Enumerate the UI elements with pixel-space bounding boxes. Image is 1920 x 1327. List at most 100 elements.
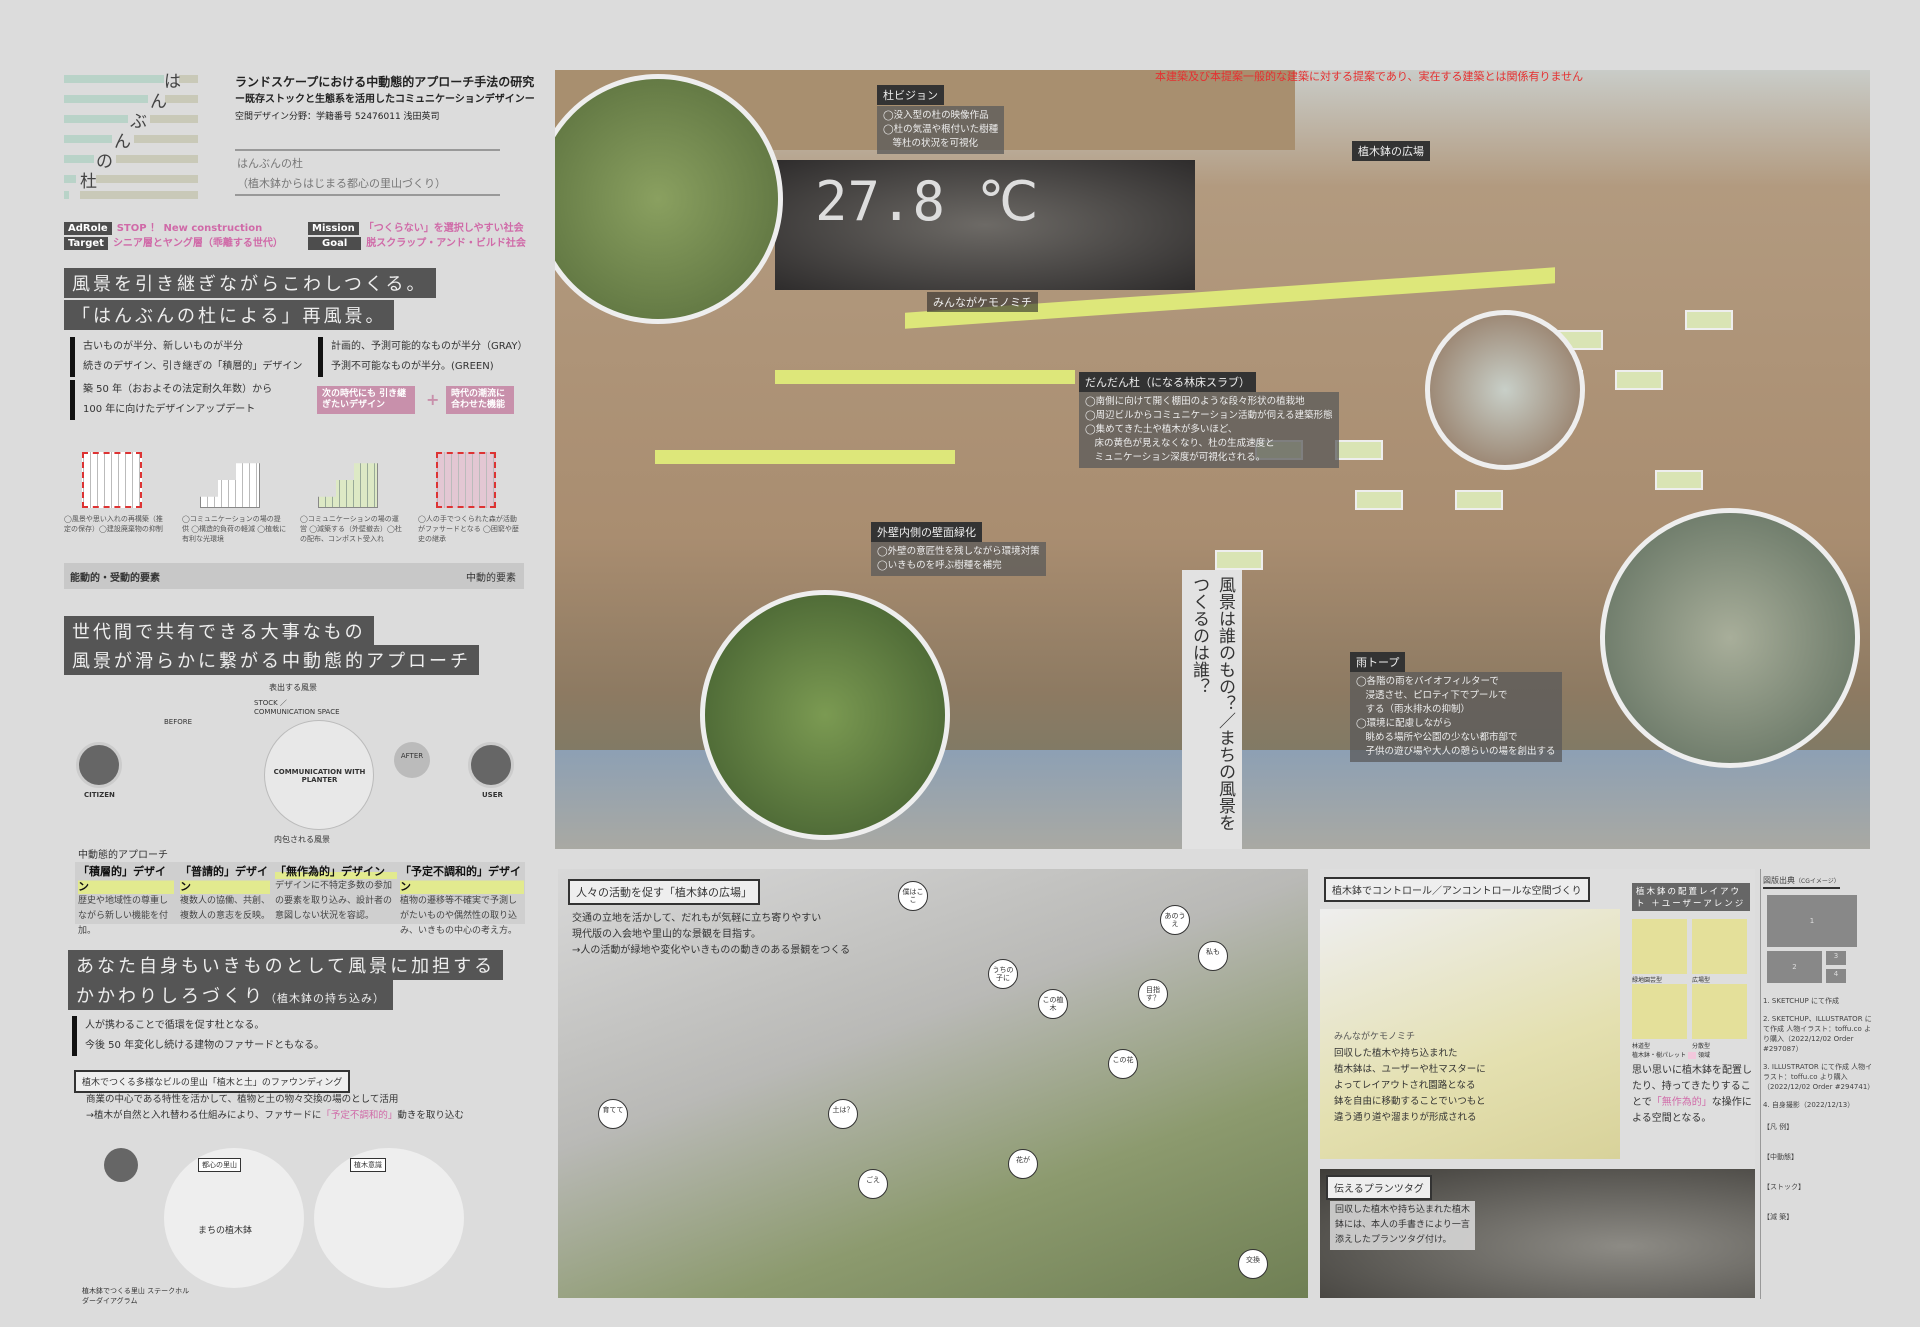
label-vision: 杜ビジョン <box>877 85 944 105</box>
vertical-question: 風景は誰のもの？／まちの風景をつくるのは誰？ <box>1182 570 1242 849</box>
plaza-title: 人々の活動を促す「植木鉢の広場」 <box>568 879 760 905</box>
label-planter-plaza: 植木鉢の広場 <box>1352 141 1430 161</box>
project-name-box: はんぶんの杜 （植木鉢からはじまる都心の里山づくり） <box>235 149 500 196</box>
logo-char: ん <box>150 92 167 112</box>
approach-diagram: 表出する風景 STOCK ／COMMUNICATION SPACE COMMUN… <box>64 680 524 850</box>
diagram-label-top: 表出する風景 <box>269 683 317 692</box>
speech-bubble: 育てて <box>598 1099 628 1129</box>
scene-label: みんながケモノミチ <box>1334 1032 1416 1042</box>
diagram-label-center: COMMUNICATION WITH PLANTER <box>273 768 366 784</box>
planter-layout-scene <box>1320 909 1620 1159</box>
label-animal-path: みんながケモノミチ <box>927 292 1038 312</box>
diagram-label-stock: STOCK ／COMMUNICATION SPACE <box>254 699 340 716</box>
layout-tile <box>1692 919 1747 974</box>
person-icon <box>104 1148 138 1182</box>
diagram-center-label: まちの植木鉢 <box>198 1226 253 1236</box>
evolution-diagram-1: ◯風景や思い入れの再構築（推定の保存）◯建設廃棄物の抑制 <box>64 424 169 544</box>
logo-char: ん <box>114 132 131 152</box>
design-layered: 「積層的」デザイン歴史や地域性の尊重しながら新しい機能を付加。 <box>78 864 174 939</box>
note-rain-tope: ◯各階の雨をバイオフィルターで 浸透させ、ピロティ下でプールで する（雨水排水の… <box>1350 672 1562 762</box>
section3-heading: あなた自身もいきものとして風景に加担する <box>68 950 504 980</box>
diagram-node: 都心の里山 <box>198 1158 241 1172</box>
label-terrace-slab: だんだん杜（になる林床スラブ） <box>1079 372 1256 392</box>
approach-label: 中動態的アプローチ <box>78 850 168 861</box>
citizen-label: CITIZEN <box>84 791 115 799</box>
plant-tag-title: 伝えるプランツタグ <box>1326 1175 1432 1200</box>
layout-title: 植木鉢の配置レイアウト ＋ユーザーアレンジ <box>1632 883 1750 911</box>
bullet-group-b: 計画的、予測可能的なものが半分（GRAY）予測不可能なものが半分。(GREEN) <box>318 337 527 377</box>
logo-char: の <box>96 152 113 172</box>
speech-bubble: この花 <box>1108 1049 1138 1079</box>
citizen-avatar <box>76 742 122 788</box>
user-avatar <box>468 742 514 788</box>
note-vision: ◯没入型の杜の映像作品◯杜の気温や根付いた樹種 等杜の状況を可視化 <box>877 106 1005 154</box>
design-collaborative: 「普請的」デザイン複数人の協働、共創、複数人の意志を反映。 <box>180 864 271 921</box>
author: 空間デザイン分野：学籍番号 52476011 浅田英司 <box>235 112 440 122</box>
design-badge: 次の時代にも 引き継ぎたいデザイン <box>317 386 415 414</box>
speech-bubble: うちの子に <box>988 959 1018 989</box>
evolution-diagram-3: ◯コミュニケーションの場の運営 ◯減築する（外壁撤去）◯杜の配布、コンポスト受入… <box>300 424 405 544</box>
diagram-caption: 植木鉢でつくる里山 ステークホルダーダイアグラム <box>82 1287 190 1305</box>
layout-type-label: 広場型 <box>1692 977 1711 984</box>
layout-legend: 植木鉢・樹パレット 領域 <box>1632 1052 1710 1059</box>
divider <box>1760 869 1761 1299</box>
plaza-rendering: 人々の活動を促す「植木鉢の広場」 交通の立地を活かして、だれもが気軽に立ち寄りや… <box>558 869 1308 1298</box>
speech-bubble: 目指す？ <box>1138 979 1168 1009</box>
evolution-diagram-2: ◯コミュニケーションの場の提供 ◯構造的負荷の軽減 ◯植栽に有利な光環境 <box>182 424 287 544</box>
speech-bubble: 花が <box>1008 1149 1038 1179</box>
poster-subtitle: ー既存ストックと生態系を活用したコミュニケーションデザインー <box>235 94 535 105</box>
control-panel: 植木鉢でコントロール／アンコントロールな空間づくり みんながケモノミチ 回収した… <box>1320 869 1755 1298</box>
layout-type-label: 緑地園芸型 <box>1632 977 1663 984</box>
hero-rendering: 27.8 ℃ 本建築及び本提案一般的な建築に対する提案であり、実在する建築とは関… <box>555 70 1870 849</box>
section1-heading: 風景を引き継ぎながらこわしつくる。 <box>64 268 436 298</box>
layout-tile <box>1692 984 1747 1039</box>
design-random: 「無作為的」デザインデザインに不特定多数の参加の要素を取り込み、設計者の意図しな… <box>275 864 397 924</box>
speech-bubble: この植木 <box>1038 989 1068 1019</box>
label-rain-tope: 雨トープ <box>1350 652 1406 672</box>
section2-heading2: 風景が滑らかに繋がる中動態的アプローチ <box>64 645 479 675</box>
founding-box-title: 植木でつくる多様なビルの里山「植木と土」のファウンディング <box>74 1070 351 1093</box>
logo-char: は <box>164 72 181 92</box>
plus-sign: + <box>426 390 440 409</box>
speech-bubble: 交換 <box>1238 1249 1268 1279</box>
evolution-diagram-4: ◯人の手でつくられた森が活動がファサードとなる ◯困窮や歴史の継承 <box>418 424 523 544</box>
section3-bullets: 人が携わることで循環を促す杜となる。今後 50 年変化し続ける建物のファサードと… <box>72 1016 324 1056</box>
diagram-node: 植木意識 <box>350 1158 386 1172</box>
tag-mission: Mission「つくらない」を選択しやすい社会 <box>308 219 524 235</box>
right-circle <box>314 1148 464 1288</box>
layout-tile <box>1632 919 1687 974</box>
layout-tile <box>1632 984 1687 1039</box>
project-sub: （植木鉢からはじまる都心の里山づくり） <box>237 177 446 190</box>
layout-type-label: 林道型 <box>1632 1043 1651 1050</box>
speech-bubble: あのうえ <box>1160 905 1190 935</box>
disclaimer: 本建築及び本提案一般的な建築に対する提案であり、実在する建築とは関係有りません <box>1155 70 1584 83</box>
design-unpredictable: 「予定不調和的」デザイン植物の遷移等不確実で予測しがたいものや偶然性の取り込み、… <box>400 864 524 939</box>
diagram-label-bottom: 内包される風景 <box>274 835 330 844</box>
after-label: AFTER <box>394 742 430 778</box>
detail-circle-slab <box>1425 310 1585 470</box>
logo-char: ぶ <box>130 112 147 132</box>
section2-heading: 世代間で共有できる大事なもの <box>64 616 374 646</box>
founding-text: 商業の中心である特性を活かして、植物と土の物々交換の場のとして活用 →植木が自然… <box>86 1094 464 1121</box>
function-badge: 時代の潮流に 合わせた機能 <box>446 386 514 414</box>
layout-type-label: 分散型 <box>1692 1043 1711 1050</box>
user-label: USER <box>482 791 503 799</box>
logo-char: 杜 <box>80 172 97 192</box>
temperature-display: 27.8 ℃ <box>815 170 1039 233</box>
speech-bubble: ごえ <box>858 1169 888 1199</box>
note-wall-greening: ◯外壁の意匠性を残しながら環境対策◯いきものを呼ぶ樹種を補完 <box>871 542 1046 576</box>
section1-heading2: 「はんぶんの杜による」再風景。 <box>64 300 395 330</box>
bullet-group-a: 古いものが半分、新しいものが半分続きのデザイン、引き継ぎの「積層的」デザイン <box>70 337 302 377</box>
control-text-right: 思い思いに植木鉢を配置したり、持ってきたりすることで「無作為的」な操作による空間… <box>1632 1065 1752 1124</box>
plant-tag-text: 回収した植木や持ち込まれた植木鉢には、本人の手書きにより一言添えしたプランツタグ… <box>1330 1201 1476 1250</box>
before-label: BEFORE <box>164 718 193 726</box>
control-title: 植木鉢でコントロール／アンコントロールな空間づくり <box>1324 877 1590 902</box>
poster-title: ランドスケープにおける中動態的アプローチ手法の研究 <box>235 75 535 89</box>
label-wall-greening: 外壁内側の壁面緑化 <box>871 522 982 542</box>
speech-bubble: 私も <box>1198 941 1228 971</box>
center-circle <box>264 720 374 830</box>
